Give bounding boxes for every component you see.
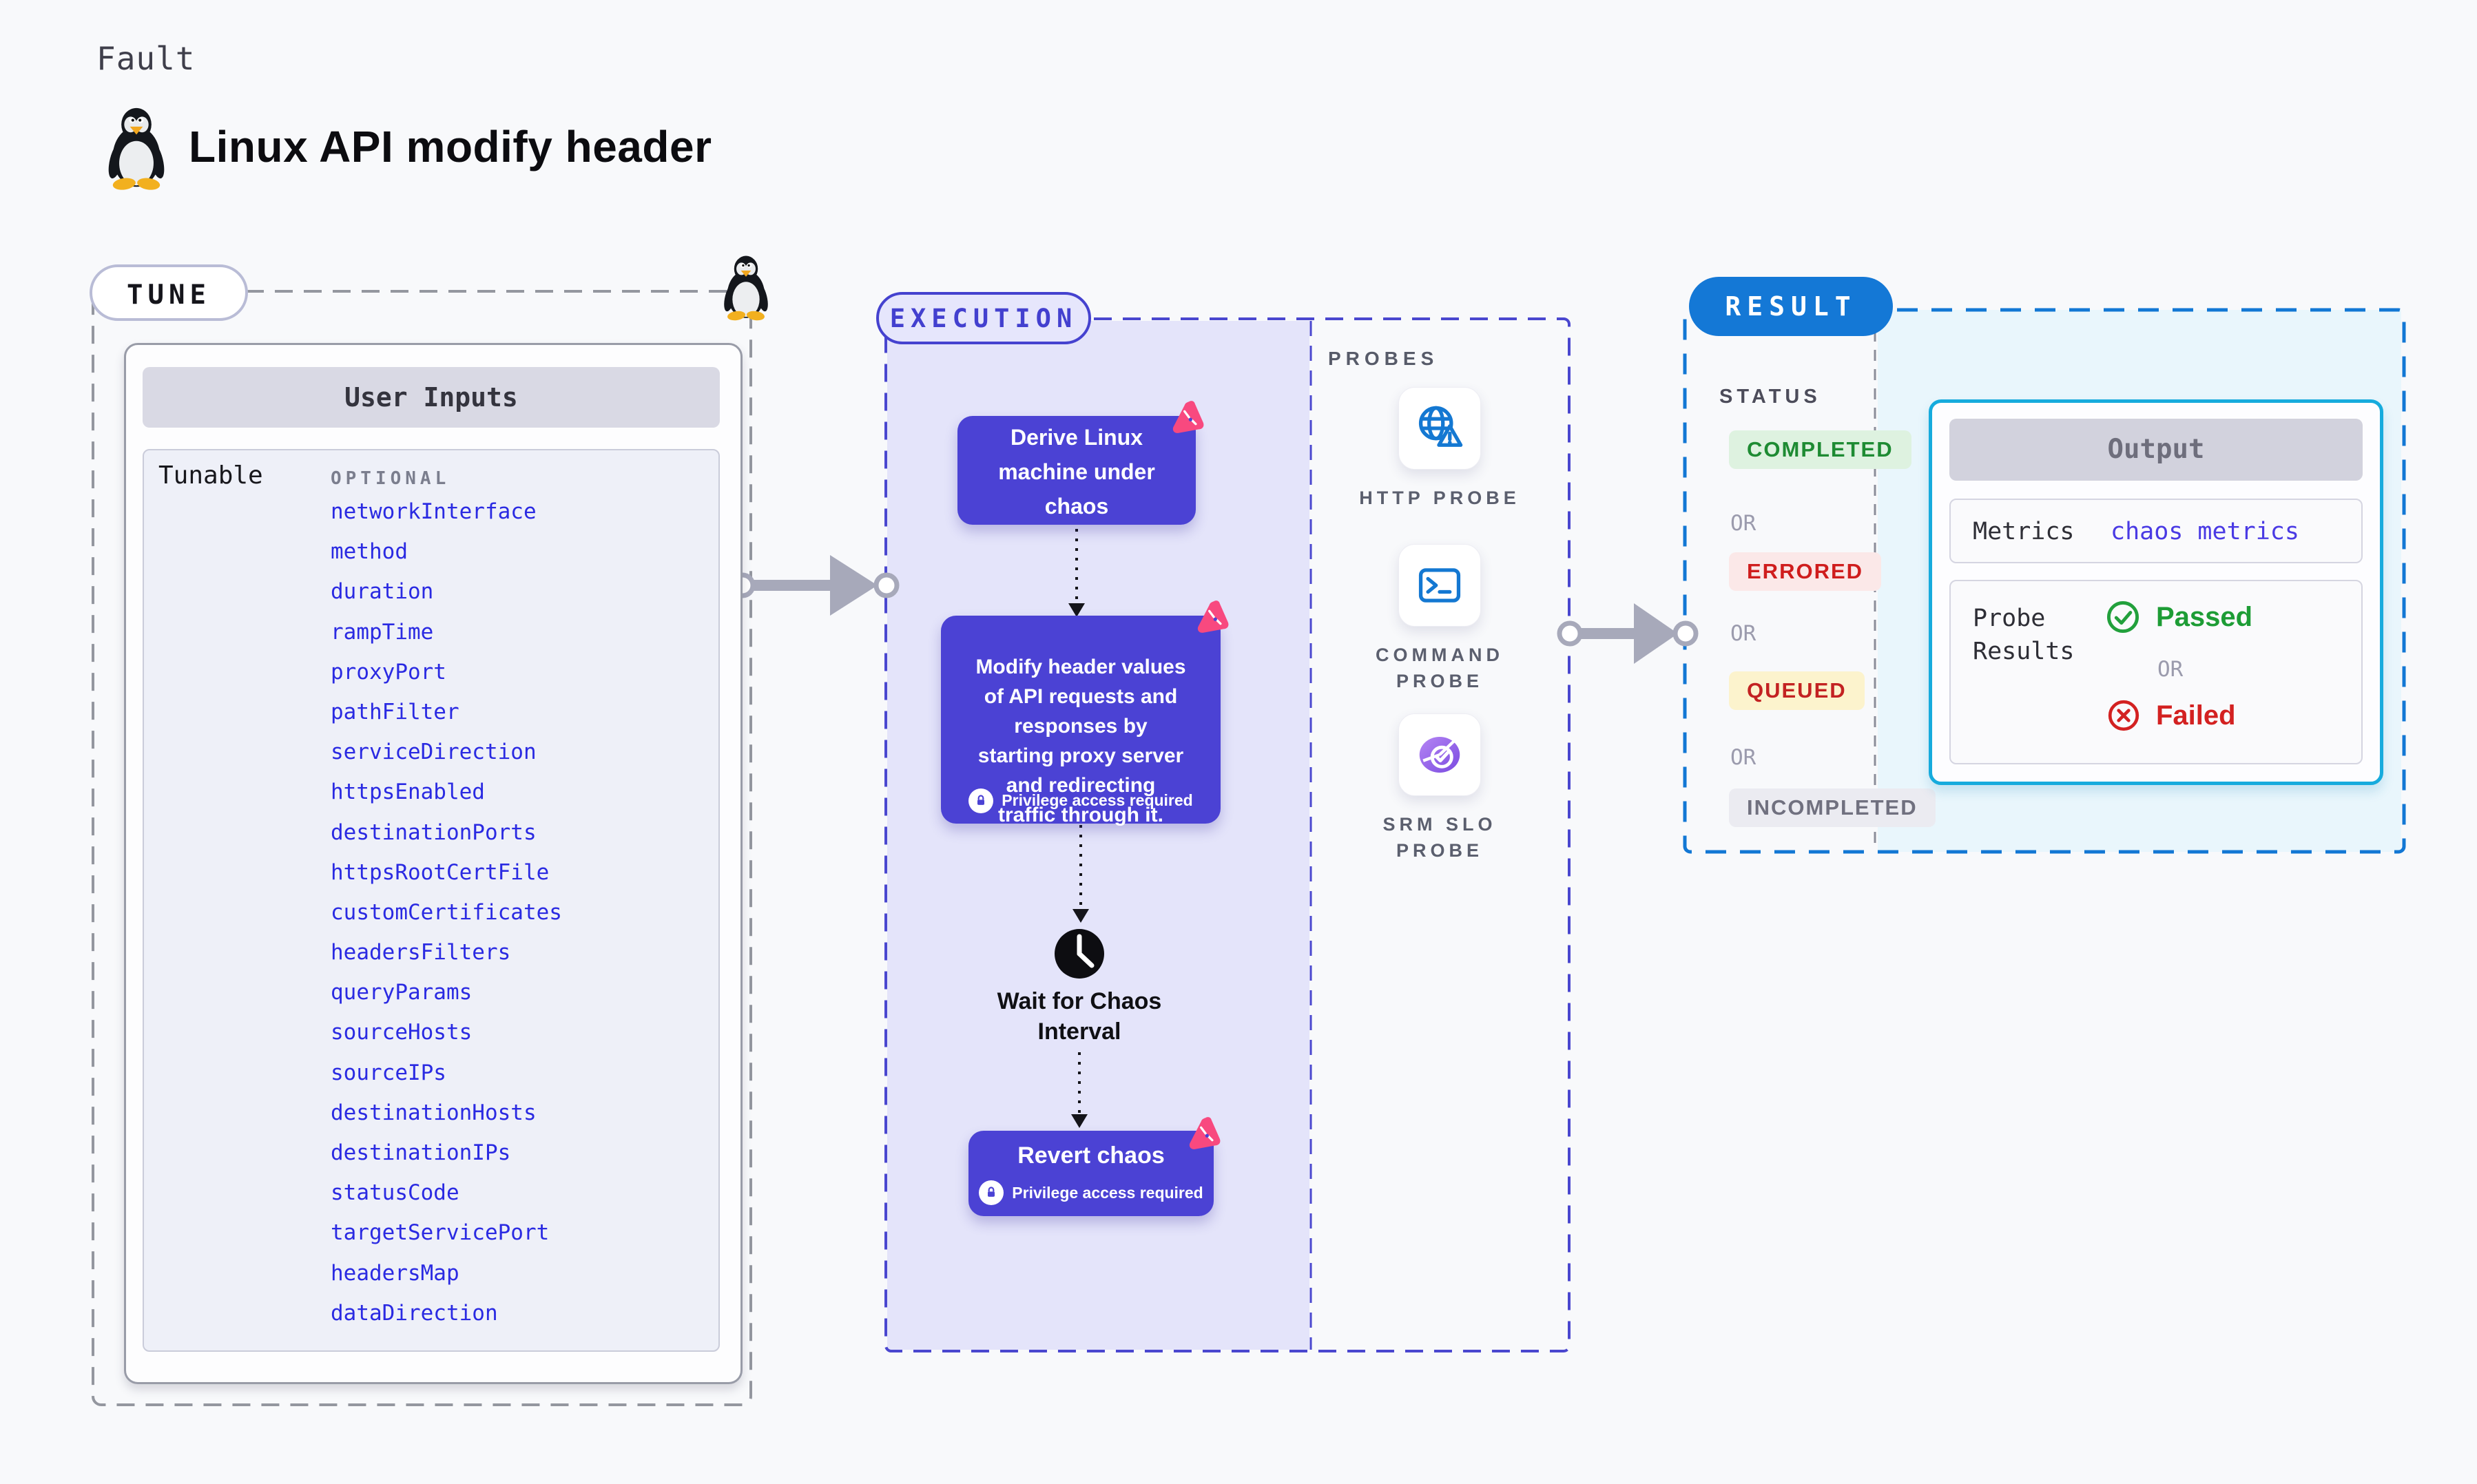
- probe-command: COMMAND PROBE: [1329, 544, 1550, 694]
- tux-penguin-icon: [108, 107, 165, 190]
- tunable-link[interactable]: sourceHosts: [331, 1020, 473, 1045]
- privilege-note-label: Privilege access required: [1002, 791, 1193, 809]
- chaos-logo-icon: [1189, 1117, 1221, 1149]
- probe-results-label: Probe Results: [1973, 605, 2075, 665]
- status-badge-errored: ERRORED: [1729, 552, 1882, 591]
- lock-icon: [968, 788, 994, 813]
- command-probe-card: [1398, 544, 1481, 627]
- chaos-logo-icon: [1197, 600, 1229, 633]
- probe-failed-row: Failed: [2106, 698, 2236, 733]
- tunable-link[interactable]: destinationIPs: [331, 1140, 511, 1165]
- tunable-link[interactable]: targetServicePort: [331, 1220, 550, 1246]
- terminal-icon: [1418, 568, 1461, 603]
- status-badge-queued: QUEUED: [1729, 671, 1865, 710]
- tune-to-execution-arrow: [729, 555, 900, 616]
- probe-passed-row: Passed: [2105, 599, 2252, 635]
- tune-section-pill: TUNE: [90, 264, 248, 321]
- tunable-link[interactable]: headersMap: [331, 1260, 459, 1286]
- execution-to-result-arrow: [1557, 603, 1699, 664]
- srm-slo-probe-label: SRM SLO PROBE: [1382, 814, 1497, 861]
- step-derive-machine: Derive Linux machine under chaos: [957, 416, 1196, 525]
- status-column-label: STATUS: [1719, 386, 1821, 408]
- tunable-link[interactable]: headersFilters: [331, 940, 511, 965]
- step-revert-chaos: Revert chaos Privilege access required: [968, 1131, 1214, 1216]
- http-probe-label: HTTP PROBE: [1359, 488, 1520, 508]
- tunable-row-label: Tunable: [158, 461, 263, 490]
- tunable-link[interactable]: sourceIPs: [331, 1060, 446, 1085]
- tunable-link[interactable]: queryParams: [331, 980, 473, 1005]
- probe-srm-slo: SRM SLO PROBE: [1329, 713, 1550, 864]
- tunable-link[interactable]: destinationPorts: [331, 819, 537, 845]
- status-badge-completed: COMPLETED: [1729, 430, 1911, 469]
- http-globe-alert-icon: [1418, 406, 1463, 447]
- page-title: Linux API modify header: [189, 122, 712, 171]
- execution-section-pill: EXECUTION: [876, 292, 1091, 344]
- user-inputs-title: User Inputs: [143, 367, 720, 428]
- status-badge-incompleted: INCOMPLETED: [1729, 788, 1936, 827]
- command-probe-label: COMMAND PROBE: [1376, 645, 1504, 691]
- x-circle-icon: [2108, 700, 2139, 731]
- or-label: OR: [1730, 621, 1756, 646]
- tunable-list: networkInterface method duration rampTime pr…: [331, 492, 716, 1333]
- tunable-link[interactable]: networkInterface: [331, 499, 537, 524]
- output-title: Output: [1949, 419, 2363, 481]
- tunable-link[interactable]: method: [331, 539, 408, 565]
- optional-column-label: OPTIONAL: [331, 468, 450, 489]
- tunable-link[interactable]: statusCode: [331, 1180, 459, 1206]
- failed-label: Failed: [2156, 700, 2236, 731]
- check-circle-icon: [2106, 600, 2139, 634]
- privilege-note-row: Privilege access required: [941, 786, 1221, 815]
- srm-slo-probe-card: [1398, 713, 1481, 796]
- probe-http: HTTP PROBE: [1329, 387, 1550, 511]
- privilege-note-label: Privilege access required: [1012, 1184, 1203, 1202]
- or-label: OR: [1730, 511, 1756, 536]
- metrics-row: Metrics chaos metrics: [1949, 499, 2363, 563]
- or-label: OR: [1730, 745, 1756, 770]
- fault-kicker: Fault: [96, 40, 196, 77]
- tunable-link[interactable]: rampTime: [331, 619, 434, 645]
- probes-section-label: PROBES: [1328, 348, 1439, 369]
- privilege-note-row: Privilege access required: [968, 1178, 1214, 1208]
- step-wait-label: Wait for Chaos Interval: [997, 988, 1162, 1045]
- tunable-link[interactable]: pathFilter: [331, 699, 459, 724]
- http-probe-card: [1398, 387, 1481, 470]
- probe-results-row: Probe Results Passed OR Failed: [1949, 580, 2363, 764]
- or-label: OR: [2157, 657, 2184, 682]
- metrics-label: Metrics: [1973, 518, 2075, 545]
- tunable-link[interactable]: destinationHosts: [331, 1100, 537, 1125]
- slo-donut-check-icon: [1419, 737, 1460, 773]
- tunable-link[interactable]: httpsRootCertFile: [331, 859, 550, 885]
- passed-label: Passed: [2156, 601, 2253, 632]
- tunable-link[interactable]: dataDirection: [331, 1300, 498, 1326]
- chaos-metrics-link[interactable]: chaos metrics: [2111, 518, 2299, 545]
- tunable-link[interactable]: serviceDirection: [331, 740, 537, 765]
- result-section-pill: RESULT: [1689, 277, 1893, 336]
- tunable-link[interactable]: duration: [331, 579, 434, 605]
- chaos-logo-icon: [1172, 401, 1204, 433]
- tunable-link[interactable]: proxyPort: [331, 659, 446, 684]
- tux-penguin-small-icon: [724, 255, 768, 321]
- lock-icon: [979, 1180, 1004, 1205]
- step-revert-text: Revert chaos: [1017, 1142, 1165, 1169]
- tunable-link[interactable]: customCertificates: [331, 899, 562, 925]
- tunable-link[interactable]: httpsEnabled: [331, 780, 485, 805]
- step-inject-fault: Modify header values of API requests and…: [941, 616, 1221, 826]
